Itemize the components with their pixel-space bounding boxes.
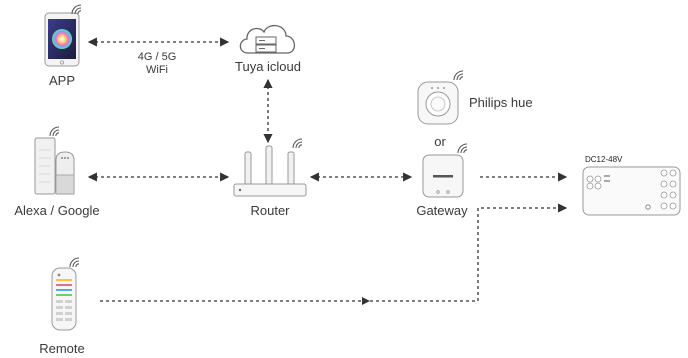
app-label: APP: [48, 73, 76, 88]
hue-bridge-icon: [417, 70, 464, 125]
link-app-cloud-label-bottom: WiFi: [146, 64, 168, 76]
gateway-icon: [422, 143, 468, 198]
link-app-cloud-label-top: 4G / 5G: [137, 51, 177, 63]
smartphone-icon: [44, 4, 82, 67]
remote-control-icon: [51, 257, 80, 331]
remote-label: Remote: [39, 341, 85, 356]
cloud-server-icon: [239, 25, 296, 54]
smart-speakers-icon: [34, 126, 75, 195]
led-controller-icon: [582, 166, 681, 216]
alexa-label: Alexa / Google: [14, 203, 100, 218]
cloud-label: Tuya icloud: [235, 59, 301, 74]
router-label: Router: [250, 203, 290, 218]
wifi-router-icon: [233, 138, 307, 197]
controller-voltage-label: DC12-48V: [585, 155, 623, 164]
gateway-label: Gateway: [416, 203, 468, 218]
connections: [87, 37, 568, 305]
mid-arrow-icon: [362, 297, 370, 305]
link-remote-controller: [100, 203, 568, 302]
or-label: or: [434, 134, 446, 149]
philips-label: Philips hue: [469, 95, 533, 110]
